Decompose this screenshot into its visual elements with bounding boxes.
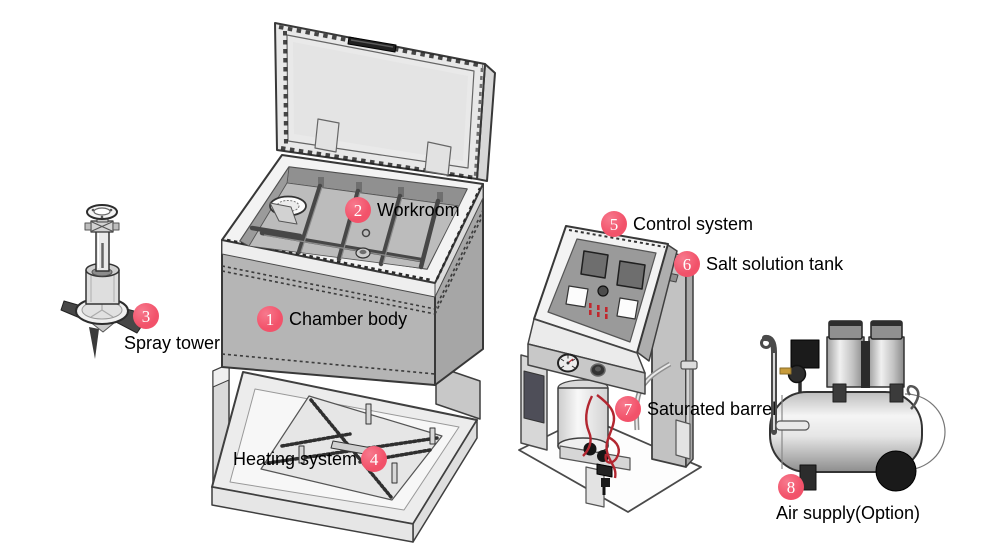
control-cabinet-illustration	[518, 225, 702, 513]
panel-button	[565, 285, 589, 308]
heating-system-illustration	[211, 363, 481, 543]
tubing	[582, 394, 620, 479]
spray-tower-illustration	[60, 204, 150, 359]
indicator-leds	[589, 303, 608, 319]
filter-box	[790, 339, 820, 369]
panel-knob	[597, 285, 609, 297]
chamber-lid-illustration	[274, 22, 496, 182]
pressure-gauge	[557, 353, 579, 373]
air-compressor-illustration	[760, 320, 946, 492]
panel-button	[616, 297, 639, 320]
wheel	[875, 450, 917, 492]
display-screen	[616, 260, 646, 290]
compressor-motors	[826, 320, 905, 388]
chamber-body-illustration	[221, 138, 484, 386]
display-screen	[580, 250, 609, 279]
saturated-barrel-illustration	[557, 379, 609, 455]
support-foot	[799, 464, 817, 491]
